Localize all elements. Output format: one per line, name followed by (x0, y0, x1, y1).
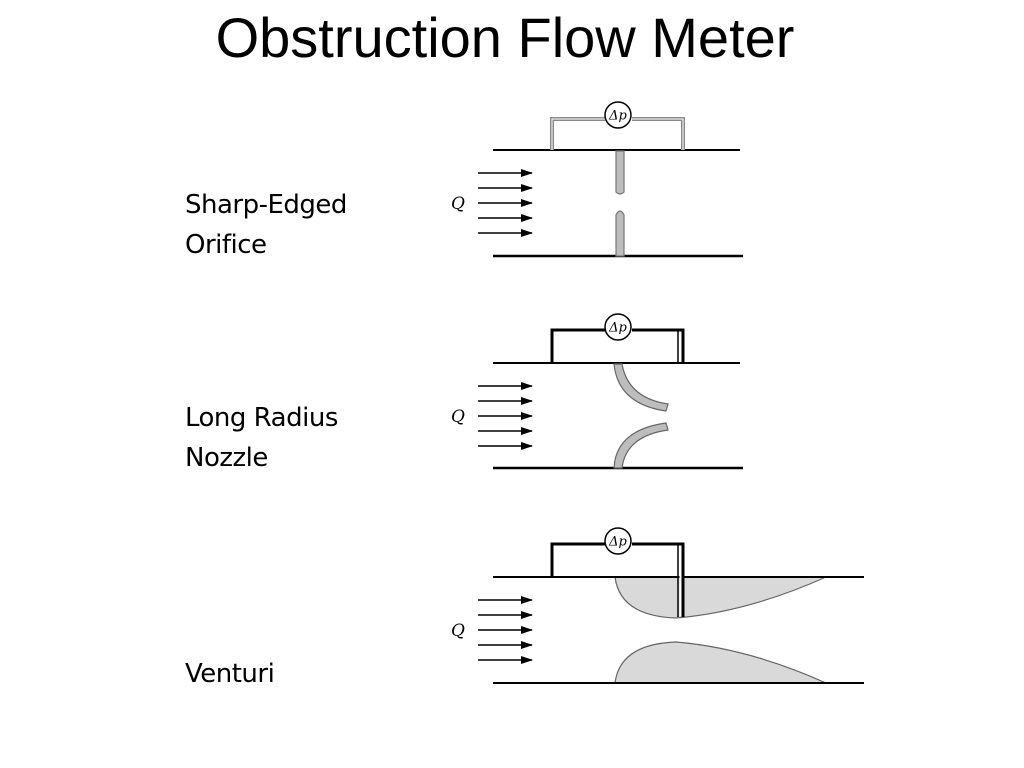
venturi-flow-arrows (478, 596, 533, 664)
venturi-body-upper (614, 576, 827, 619)
nozzle-label-line-2: Nozzle (185, 443, 268, 473)
orifice-flow-arrows (478, 169, 533, 237)
orifice-plate-upper (615, 150, 625, 195)
venturi-label-line-1: Venturi (185, 659, 275, 689)
nozzle-dp-symbol: Δp (608, 321, 627, 336)
nozzle-dp-gauge (604, 313, 632, 341)
orifice-label: Sharp-Edged Orifice (185, 185, 347, 265)
venturi-diagram: Δp Q (451, 527, 864, 684)
nozzle-wall-lower (613, 422, 669, 469)
orifice-dp-gauge (604, 101, 632, 129)
venturi-dp-symbol: Δp (608, 535, 627, 550)
orifice-label-line-2: Orifice (185, 230, 267, 260)
orifice-plate-lower (615, 210, 625, 257)
venturi-dp-gauge (604, 527, 632, 555)
nozzle-label-line-1: Long Radius (185, 403, 338, 433)
venturi-pressure-tap-line (550, 542, 685, 617)
nozzle-label: Long Radius Nozzle (185, 398, 338, 478)
nozzle-flow-arrows (478, 382, 533, 450)
nozzle-wall-upper (613, 363, 669, 412)
orifice-flow-symbol: Q (451, 194, 465, 214)
orifice-diagram: Δp Q (451, 101, 743, 258)
venturi-body-lower (614, 641, 827, 684)
orifice-label-line-1: Sharp-Edged (185, 190, 347, 220)
venturi-flow-symbol: Q (451, 621, 465, 641)
nozzle-flow-symbol: Q (451, 407, 465, 427)
nozzle-pressure-tap-line (550, 328, 685, 363)
nozzle-diagram: Δp Q (451, 313, 743, 470)
slide-title: Obstruction Flow Meter (215, 6, 795, 69)
venturi-label: Venturi (185, 654, 275, 694)
orifice-dp-symbol: Δp (608, 109, 627, 124)
